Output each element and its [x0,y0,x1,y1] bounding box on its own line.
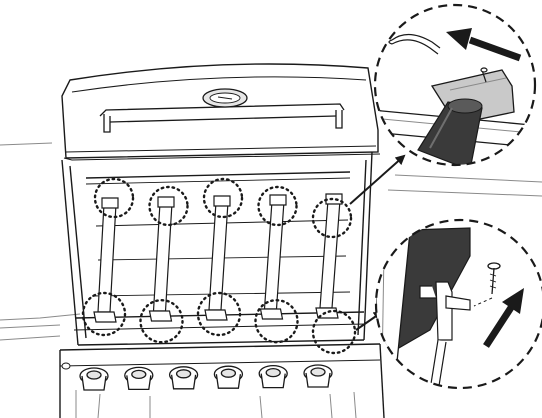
cabinet-doors [75,390,357,418]
bracket-rivet [480,67,488,83]
direction-arrow-icon [483,288,524,348]
burner-tube [259,194,287,320]
igniter-electrode-icon [419,281,471,388]
control-knob [303,364,333,388]
burner-callouts [81,177,357,355]
burner-tube [93,197,119,323]
control-knobs [79,364,333,391]
cotter-pin-clip [388,33,441,55]
burner-tube [148,196,175,322]
control-knob [79,367,109,391]
callout-burner-valve [254,299,299,344]
screw-icon [487,262,501,295]
callout-burner-top [202,177,244,219]
callout-burner-top [148,185,189,227]
igniter-button [61,362,71,370]
burner-tube-end [417,101,483,165]
control-knob [124,366,154,391]
inset-igniter-screw [374,218,542,390]
inset-burner-clip [373,3,537,167]
control-knob [168,366,199,390]
burner-tubes [93,193,343,323]
callout-burner-top [311,197,353,239]
leader-line-top [349,154,406,205]
direction-arrow-icon [446,28,522,62]
callout-burner-top [257,185,298,227]
grill-lid [61,63,381,161]
callout-burner-valve [81,291,127,337]
callout-burner-valve [311,309,357,355]
burner-tube [204,195,231,321]
thermometer-gauge [202,88,248,108]
side-shelves [0,142,542,341]
callout-burner-top [93,177,135,219]
callout-burner-valve [196,291,242,337]
callout-burner-valve [139,299,184,344]
control-panel [59,343,385,418]
control-knob [213,365,244,389]
control-knob [258,364,288,389]
